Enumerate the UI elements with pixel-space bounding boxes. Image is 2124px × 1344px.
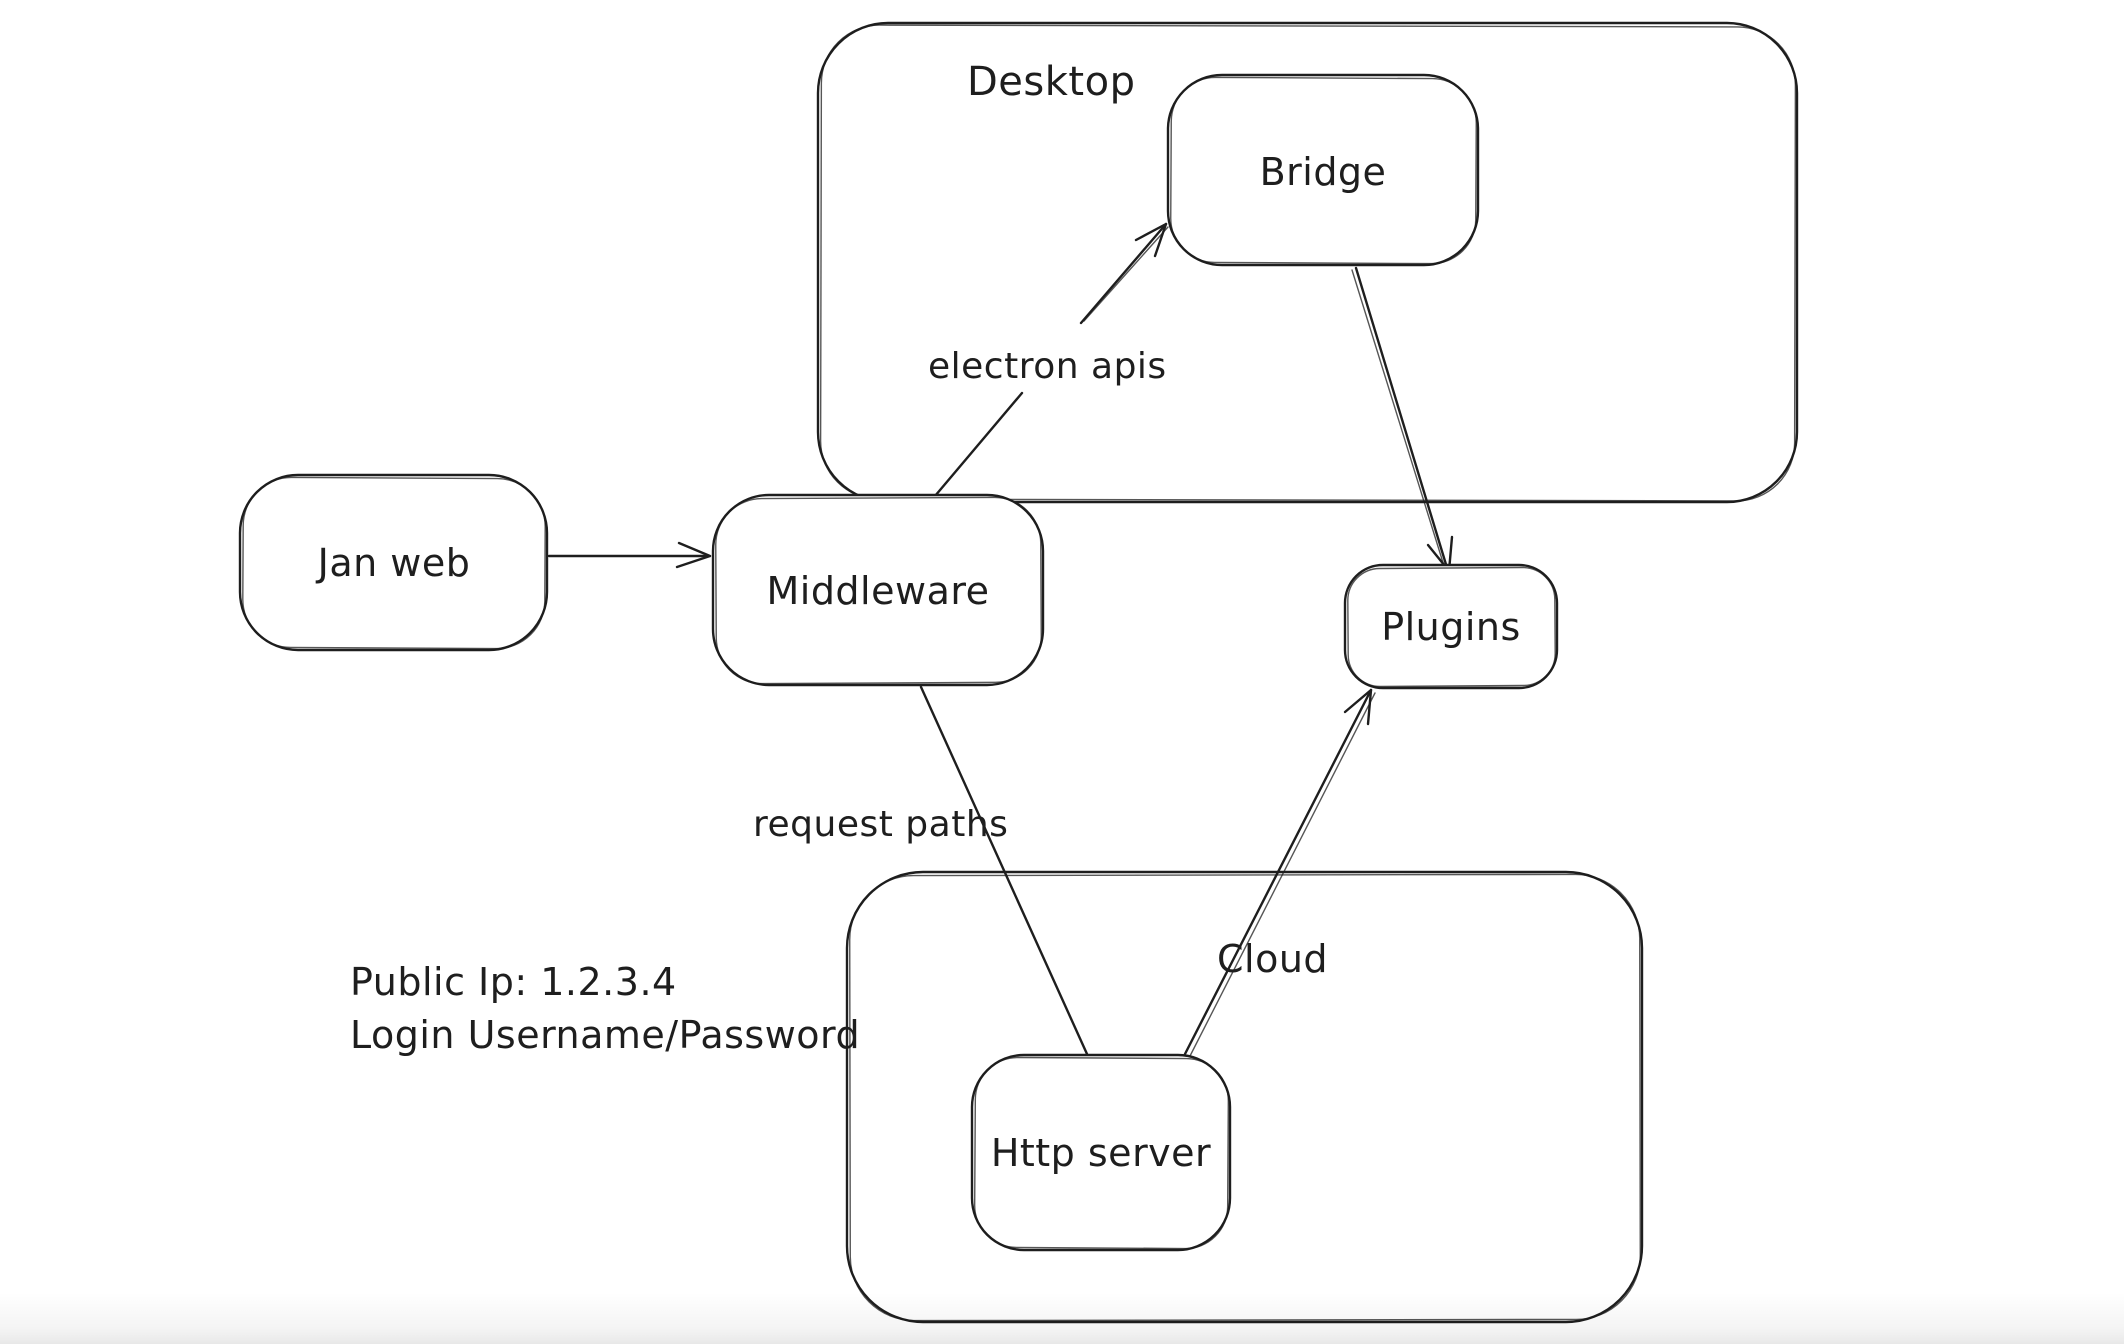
node-bridge-overdraw <box>1170 76 1477 265</box>
edge-http-server-to-plugins-line <box>1183 688 1373 1056</box>
node-plugins-outline <box>1343 563 1559 690</box>
edge-bridge-to-plugins-line <box>1354 266 1450 573</box>
edge-middleware-to-http-server[interactable]: request paths <box>753 685 1089 1056</box>
node-middleware-label: Middleware <box>766 569 989 613</box>
edge-middleware-to-bridge-arrowhead-icon <box>1134 222 1168 258</box>
edge-middleware-to-http-server-line <box>919 685 1089 1056</box>
annotation-login: Login Username/Password <box>350 1013 860 1057</box>
node-jan-web-outline <box>238 473 549 652</box>
edge-jan-web-to-middleware-arrowhead-icon <box>675 541 712 569</box>
node-jan-web[interactable]: Jan web <box>238 473 549 652</box>
node-bridge-label: Bridge <box>1260 150 1387 194</box>
node-jan-web-label: Jan web <box>316 541 471 585</box>
edge-label-request-paths: request paths <box>753 804 1008 845</box>
node-middleware-overdraw <box>715 496 1042 685</box>
cloud-container-label: Cloud <box>1217 937 1328 981</box>
node-bridge-outline <box>1166 73 1480 267</box>
edge-label-electron-apis: electron apis <box>928 346 1167 387</box>
node-plugins[interactable]: Plugins <box>1343 563 1559 690</box>
edge-http-server-to-plugins[interactable] <box>1183 688 1376 1057</box>
node-bridge[interactable]: Bridge <box>1166 73 1480 267</box>
edge-middleware-to-bridge[interactable]: electron apis <box>928 222 1169 498</box>
edge-jan-web-to-middleware[interactable] <box>547 541 712 569</box>
edge-middleware-to-bridge-overdraw <box>1083 226 1169 322</box>
edge-bridge-to-plugins-overdraw <box>1351 269 1446 570</box>
node-http-server-overdraw <box>973 1056 1230 1250</box>
edge-http-server-to-plugins-arrowhead-icon <box>1343 688 1373 726</box>
node-middleware[interactable]: Middleware <box>711 493 1045 687</box>
desktop-container-label: Desktop <box>967 59 1135 105</box>
node-middleware-outline <box>711 493 1045 687</box>
node-http-server-label: Http server <box>991 1131 1211 1175</box>
node-jan-web-overdraw <box>242 476 546 650</box>
edge-middleware-to-bridge-line <box>933 222 1168 498</box>
desktop-container-overdraw <box>819 24 1797 502</box>
annotation-public-ip: Public Ip: 1.2.3.4 <box>350 960 677 1004</box>
annotation-credentials[interactable]: Public Ip: 1.2.3.4 Login Username/Passwo… <box>350 960 860 1057</box>
node-plugins-label: Plugins <box>1381 605 1521 649</box>
node-plugins-overdraw <box>1347 566 1556 688</box>
node-http-server-outline <box>970 1053 1232 1252</box>
edge-http-server-to-plugins-overdraw <box>1189 692 1376 1057</box>
node-http-server[interactable]: Http server <box>970 1053 1232 1252</box>
cloud-container-overdraw <box>849 873 1641 1322</box>
